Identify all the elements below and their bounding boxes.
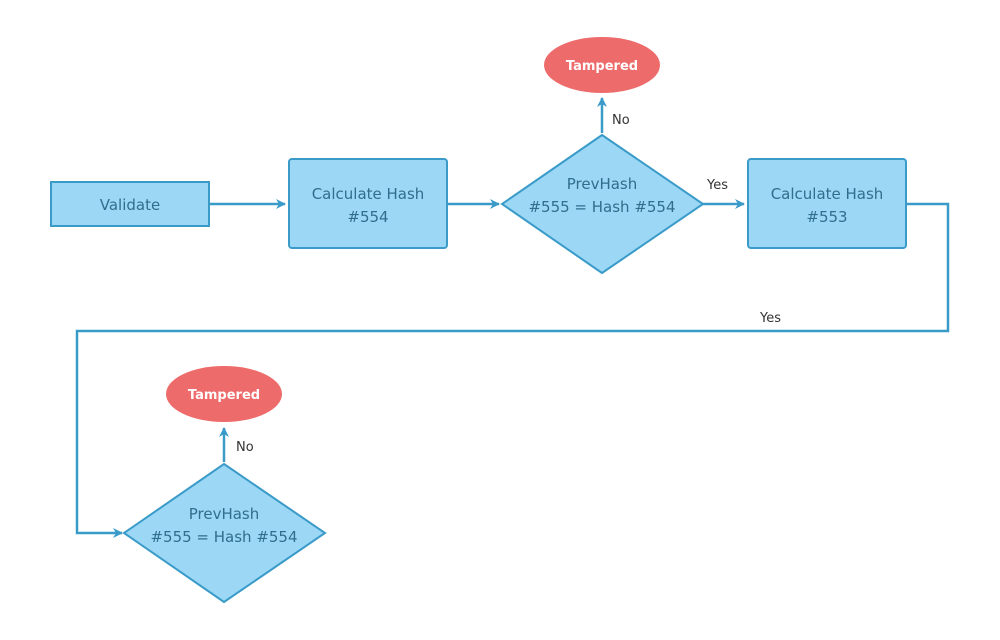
- decision-1-node: PrevHash #555 = Hash #554: [500, 133, 705, 275]
- calculate-hash-553-node: Calculate Hash #553: [747, 158, 907, 249]
- hash-553-yes-label: Yes: [759, 311, 781, 326]
- validate-node: Validate: [50, 181, 210, 227]
- decision-2-no-label: No: [236, 440, 254, 455]
- edges: [75, 97, 950, 538]
- calculate-hash-554-line1: Calculate Hash: [312, 185, 425, 203]
- decision-2-line1: PrevHash: [189, 505, 260, 523]
- decision-2-node: PrevHash #555 = Hash #554: [122, 462, 327, 604]
- decision-1-line1: PrevHash: [567, 175, 638, 193]
- calculate-hash-553-line1: Calculate Hash: [771, 185, 884, 203]
- decision-1-no-label: No: [612, 113, 630, 128]
- calculate-hash-554-node: Calculate Hash #554: [288, 158, 448, 249]
- tampered-2-terminal: Tampered: [166, 366, 282, 422]
- decision-1-line2: #555 = Hash #554: [528, 198, 675, 216]
- calculate-hash-554-line2: #554: [347, 208, 388, 226]
- decision-1-yes-label: Yes: [706, 178, 728, 193]
- tampered-1-label: Tampered: [566, 59, 638, 74]
- tampered-2-label: Tampered: [188, 388, 260, 403]
- calculate-hash-553-line2: #553: [806, 208, 847, 226]
- edge-hash553-to-decision2: [75, 202, 950, 538]
- validate-label: Validate: [100, 196, 160, 214]
- tampered-1-terminal: Tampered: [544, 37, 660, 93]
- decision-2-line2: #555 = Hash #554: [150, 528, 297, 546]
